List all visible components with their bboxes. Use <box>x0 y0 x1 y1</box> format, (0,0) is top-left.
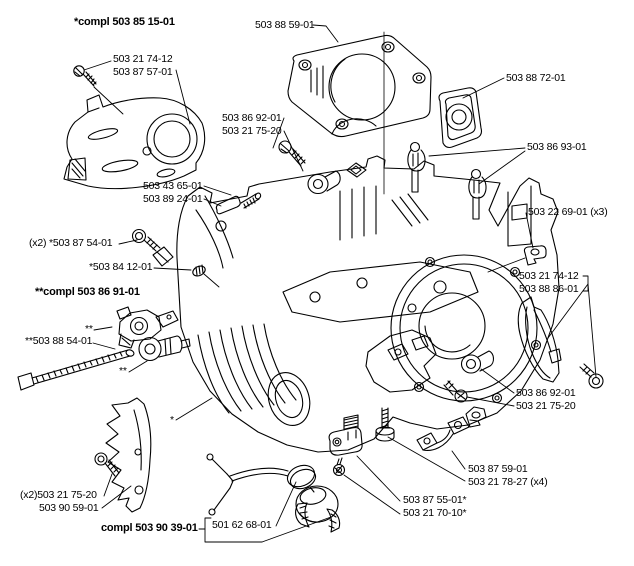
spike-bumper-drawing <box>105 397 152 513</box>
part-label-503-21-70-10: 503 21 70-10* <box>403 507 467 519</box>
part-label-503-21-74-12-left: 503 21 74-12 <box>113 53 173 65</box>
part-label-503-86-92-01-right: 503 86 92-01 <box>516 387 576 399</box>
part-label-503-88-54-01: **503 88 54-01 <box>25 335 93 347</box>
screw-guide-plate-drawing <box>579 363 604 389</box>
part-label-501-62-68-01: 501 62 68-01 <box>212 519 272 531</box>
marker-double-asterisk-1: ** <box>85 323 93 335</box>
part-label-503-43-65-01: 503 43 65-01 <box>143 180 203 192</box>
part-label-503-21-78-27-x4: 503 21 78-27 (x4) <box>468 476 548 488</box>
impulse-pin-drawing-2 <box>468 168 487 220</box>
part-label-503-88-86-01: 503 88 86-01 <box>519 283 579 295</box>
bolt-503-87-54-drawing <box>131 228 174 267</box>
part-label-503-22-69-01-x3: 503 22 69-01 (x3) <box>528 206 608 218</box>
part-label-503-89-24-01: 503 89 24-01 <box>143 193 203 205</box>
tensioner-screw-drawing <box>17 349 135 391</box>
oiler-assembly-drawing <box>328 414 363 456</box>
cylinder-base-drawing <box>287 34 432 138</box>
part-label-503-88-72-01: 503 88 72-01 <box>506 72 566 84</box>
tensioner-gear-drawing <box>138 335 191 362</box>
part-label-503-21-75-20-right: 503 21 75-20 <box>516 400 576 412</box>
part-label-x2-503-87-54-01: (x2) *503 87 54-01 <box>29 237 113 249</box>
impulse-pin-drawing-1 <box>407 141 426 193</box>
screw-oiler-drawing <box>332 457 346 477</box>
clip-503-22-69-drawing <box>523 245 547 266</box>
part-label-x2-503-21-75-20: (x2)503 21 75-20 <box>20 489 97 501</box>
part-label-503-86-93-01: 503 86 93-01 <box>527 141 587 153</box>
marker-double-asterisk-2: ** <box>119 365 127 377</box>
part-label-503-88-59-01: 503 88 59-01 <box>255 19 315 31</box>
part-label-503-87-59-01: 503 87 59-01 <box>468 463 528 475</box>
bolt-bumper-drawing <box>94 452 120 477</box>
screw-503-87-55-drawing <box>375 407 395 442</box>
screw-cover-drawing <box>73 65 97 87</box>
part-label-compl-503-90-39-01: compl 503 90 39-01 <box>101 522 198 534</box>
guide-plate-503-88-86-drawing <box>517 296 562 383</box>
fuel-cap-retainer-drawing <box>206 453 317 516</box>
clutch-cover-drawing <box>63 94 206 190</box>
marker-asterisk: * <box>170 414 174 426</box>
buffer-and-screw-right-drawing <box>443 350 495 403</box>
intake-seal-drawing <box>438 87 483 149</box>
part-label-503-21-74-12-right: 503 21 74-12 <box>519 270 579 282</box>
part-label-503-84-12-01: *503 84 12-01 <box>89 261 153 273</box>
fuel-cap-drawing <box>295 485 341 533</box>
part-label-503-90-59-01: 503 90 59-01 <box>39 502 99 514</box>
part-label-compl-503-86-91-01: **compl 503 86 91-01 <box>35 286 140 298</box>
key-and-stud-drawing <box>215 192 262 215</box>
leader-lines <box>83 24 597 543</box>
screw-and-buffer-left-drawing <box>278 140 341 195</box>
part-label-503-86-92-01-left: 503 86 92-01 <box>222 112 282 124</box>
clip-lower-drawing <box>465 406 487 428</box>
tensioner-clamp-drawing <box>116 306 179 349</box>
part-label-503-87-57-01: 503 87 57-01 <box>113 66 173 78</box>
part-label-503-21-75-20-left: 503 21 75-20 <box>222 125 282 137</box>
part-label-compl-503-85-15-01: *compl 503 85 15-01 <box>74 16 175 28</box>
crankcase-drawing <box>176 155 560 453</box>
bracket-503-87-59-drawing <box>416 416 470 451</box>
part-label-503-87-55-01: 503 87 55-01* <box>403 494 467 506</box>
plug-503-84-12-drawing <box>192 264 206 277</box>
